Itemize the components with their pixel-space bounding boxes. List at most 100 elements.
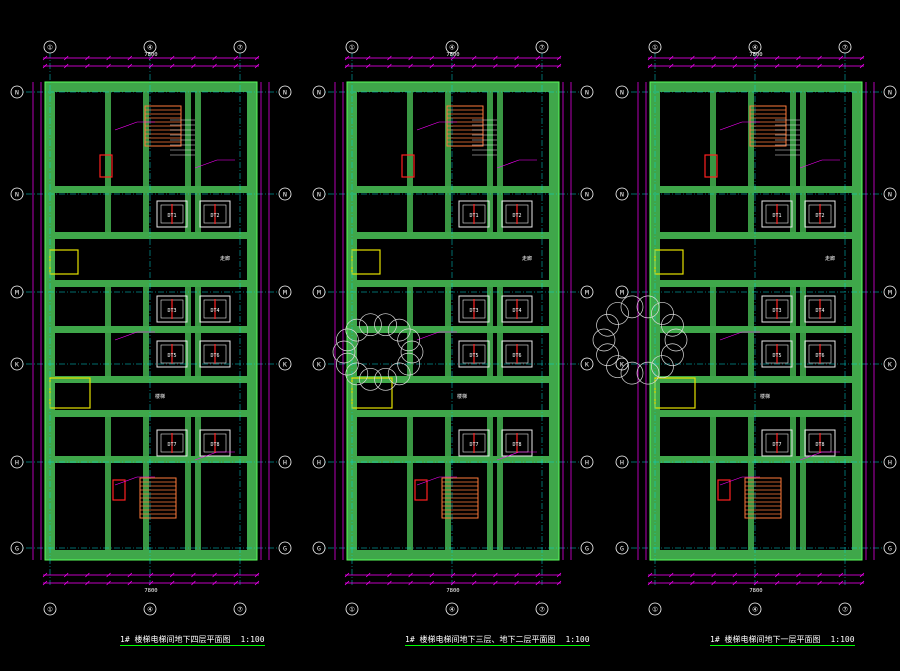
sheet-1-dim-tick-2-3 xyxy=(106,572,111,578)
sheet-1-dim-tick-2-9 xyxy=(233,572,239,578)
sheet-2-room-label-3-0: DT7 xyxy=(469,442,478,448)
sheet-3-axis-bubble-top-1 xyxy=(748,40,762,54)
sheet-3-axis-bubble-left-5 xyxy=(615,541,629,555)
sheet-3-axis-label-bottom-0: ① xyxy=(652,606,658,614)
sheet-2-dim-tick-1-10 xyxy=(556,63,562,69)
sheet-2-dim-tick-0-9 xyxy=(535,55,541,61)
sheet-1-axis-label-right-4: H xyxy=(283,459,287,467)
sheet-1-leader-3 xyxy=(194,159,218,169)
sheet-2-dim-tick-2-0 xyxy=(344,572,350,578)
sheet-2-dim-tick-3-2 xyxy=(387,580,392,586)
sheet-2-dim-tick-3-9 xyxy=(535,580,541,586)
sheet-3-axis-bubble-top-0 xyxy=(648,40,662,54)
sheet-2-dim-tick-2-7 xyxy=(493,572,498,578)
sheet-3-dim-tick-3-2 xyxy=(690,580,695,586)
sheet-2-axis-label-left-5: G xyxy=(317,545,321,553)
sheet-1-vwall-1 xyxy=(143,92,149,550)
sheet-2-vwall-3 xyxy=(497,92,503,550)
sheet-2-dim-tick-3-5 xyxy=(450,580,456,586)
sheet-1-room-label-2-1: DT6 xyxy=(210,353,219,359)
sheet-3-vwall-3 xyxy=(800,92,806,550)
sheet-2-dim-tick-3-1 xyxy=(365,580,371,586)
sheet-1-dim-tick-0-3 xyxy=(106,55,111,61)
sheet-3-dim-tick-3-10 xyxy=(859,580,865,586)
sheet-1-elevator-2-1 xyxy=(199,340,231,368)
sheet-1-stair-1 xyxy=(139,477,177,519)
sheet-3-axis-label-left-3: K xyxy=(620,361,624,369)
sheet-2-axis-label-bottom-1: ④ xyxy=(449,606,455,614)
sheet-3-dim-tick-1-5 xyxy=(753,63,759,69)
sheet-1-dim-tick-0-8 xyxy=(212,55,217,61)
sheet-1-dim-tick-2-5 xyxy=(148,572,154,578)
sheet-1-elevator-3-1 xyxy=(199,429,231,457)
sheet-2-dim-tick-0-3 xyxy=(408,55,413,61)
sheet-3-axis-bubble-bottom-0 xyxy=(648,602,662,616)
sheet-2-elevator-0-1 xyxy=(501,200,533,228)
sheet-3-axis-bubble-left-1 xyxy=(615,187,629,201)
sheet-3-dim-tick-2-4 xyxy=(732,572,738,578)
sheet-1-dim-tick-2-10 xyxy=(254,572,260,578)
sheet-1-axis-label-left-0: N xyxy=(15,89,19,97)
sheet-2-dim-tick-0-6 xyxy=(471,55,477,61)
sheet-3-room-label-1-1: DT4 xyxy=(815,308,824,314)
sheet-2-axis-bubble-right-3 xyxy=(580,357,594,371)
sheet-2-axis-bubble-top-1 xyxy=(445,40,459,54)
sheet-1-dim-tick-0-9 xyxy=(233,55,239,61)
revision-cloud-sheet-2-lobe-3 xyxy=(374,367,397,391)
sheet-1-axis-bubble-left-2 xyxy=(10,285,24,299)
sheet-1-room-label-1-1: DT4 xyxy=(210,308,219,314)
sheet-3-axis-bubble-right-4 xyxy=(883,455,897,469)
sheet-1-dim-tick-1-9 xyxy=(233,63,239,69)
sheet-2-axis-bubble-left-3 xyxy=(312,357,326,371)
sheet-3-dim-tick-2-10 xyxy=(859,572,865,578)
sheet-3-dim-tick-2-2 xyxy=(690,572,695,578)
sheet-2-stair-1-outline xyxy=(441,477,479,519)
sheet-3-leader-4 xyxy=(799,451,823,461)
sheet-1-dim-tick-0-7 xyxy=(191,55,196,61)
sheet-3-dim-tick-2-9 xyxy=(838,572,844,578)
sheet-3-axis-label-right-5: G xyxy=(888,545,892,553)
sheet-3-axis-label-right-4: H xyxy=(888,459,892,467)
sheet-2-wall-band-6 xyxy=(357,456,549,463)
sheet-3-axis-label-top-0: ① xyxy=(652,44,658,52)
sheet-3-stair-1 xyxy=(744,477,782,519)
sheet-3-room-label-2-0: DT5 xyxy=(772,353,781,359)
sheet-1-dim-bottom-total: 7800 xyxy=(144,588,157,594)
sheet-3-dim-tick-1-1 xyxy=(668,63,674,69)
sheet-1-axis-label-left-5: G xyxy=(15,545,19,553)
sheet-2-dim-tick-2-8 xyxy=(514,572,519,578)
sheet-1-title-underline xyxy=(120,645,265,646)
sheet-2-dim-tick-0-10 xyxy=(556,55,562,61)
sheet-3-dim-tick-3-3 xyxy=(711,580,716,586)
sheet-3-axis-bubble-right-3 xyxy=(883,357,897,371)
sheet-2-axis-label-top-0: ① xyxy=(349,44,355,52)
sheet-2-dim-tick-3-10 xyxy=(556,580,562,586)
sheet-2-room-label-0-0: DT1 xyxy=(469,213,478,219)
sheet-1-axis-bubble-right-2 xyxy=(278,285,292,299)
sheet-2-axis-bubble-right-2 xyxy=(580,285,594,299)
sheet-3-room-label-0-0: DT1 xyxy=(772,213,781,219)
sheet-2-dim-tick-0-5 xyxy=(450,55,456,61)
sheet-2-dim-tick-1-5 xyxy=(450,63,456,69)
sheet-2-axis-label-right-5: G xyxy=(585,545,589,553)
sheet-3-axis-label-top-2: ⑦ xyxy=(842,44,848,52)
sheet-1-interior xyxy=(55,92,247,550)
sheet-2-room-label-1-1: DT4 xyxy=(512,308,521,314)
sheet-3-dim-tick-0-10 xyxy=(859,55,865,61)
sheet-1-dim-tick-1-6 xyxy=(169,63,175,69)
sheet-1-axis-bubble-right-0 xyxy=(278,85,292,99)
sheet-2-dim-tick-3-4 xyxy=(429,580,435,586)
sheet-2-axis-bubble-right-5 xyxy=(580,541,594,555)
sheet-3-dim-tick-3-5 xyxy=(753,580,759,586)
revision-cloud-sheet-2-lobe-8 xyxy=(336,328,359,352)
sheet-3-leader-1 xyxy=(719,331,743,341)
sheet-1-axis-bubble-right-5 xyxy=(278,541,292,555)
sheet-1-axis-label-right-1: N xyxy=(283,191,287,199)
sheet-1-axis-bubble-bottom-0 xyxy=(43,602,57,616)
sheet-2-axis-bubble-bottom-2 xyxy=(535,602,549,616)
sheet-2-room-label-2-0: DT5 xyxy=(469,353,478,359)
sheet-3-dim-tick-3-0 xyxy=(647,580,653,586)
revision-cloud-sheet-3 xyxy=(592,295,688,385)
